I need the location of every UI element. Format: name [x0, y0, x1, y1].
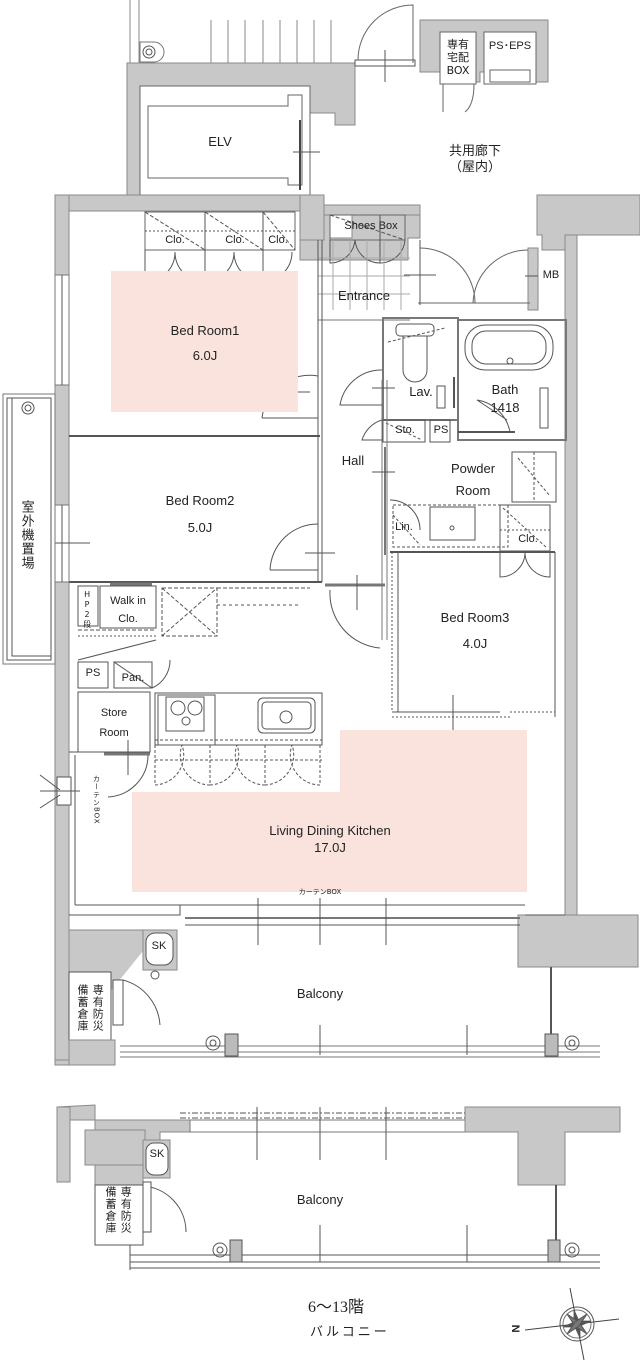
store-room-label: Store Room	[88, 703, 140, 743]
pantry-label: Pan.	[121, 672, 145, 684]
bed-room-2-size: 5.0J	[187, 520, 213, 535]
delivery-box-line3: BOX	[446, 64, 470, 77]
powder-room-line2: Room	[455, 483, 491, 498]
powder-room-line1: Powder	[450, 461, 496, 476]
floor-note-sub: バルコニー	[310, 1324, 390, 1339]
storage-label: Sto.	[395, 424, 415, 436]
hall-label: Hall	[341, 453, 365, 468]
closet-label-2: Clo.	[225, 234, 245, 246]
closet-label-1: Clo.	[165, 234, 185, 246]
bed-room-1-highlight	[111, 271, 298, 412]
linen-label: Lin.	[395, 521, 413, 533]
compass-icon	[524, 1287, 620, 1361]
curtain-box-label-left: カーテンBOX	[92, 775, 101, 825]
meter-box-label: MB	[542, 269, 560, 281]
walk-in-closet-line1: Walk in	[110, 595, 146, 607]
floor-note: 6～13階	[308, 1299, 365, 1316]
lavatory-label: Lav.	[409, 384, 433, 399]
bed-room-1-size: 6.0J	[192, 348, 218, 363]
corridor-label: 共用廊下 （屋内）	[440, 144, 510, 175]
disaster-storage-line2: 備蓄倉庫	[76, 984, 89, 1032]
bath-name: Bath	[491, 382, 519, 397]
disaster-storage-line1: 専有防災	[91, 984, 105, 1032]
curtain-box-label-bottom: カーテンBOX	[298, 888, 342, 896]
walk-in-closet-line2: Clo.	[118, 613, 138, 625]
sk-label: SK	[151, 940, 167, 952]
bath-size: 1418	[490, 400, 520, 415]
closet-label-3: Clo.	[268, 234, 288, 246]
bed-room-2-name: Bed Room2	[165, 493, 235, 508]
balcony-label: Balcony	[296, 986, 344, 1001]
lower-disaster-storage-label: 専有防災 備蓄倉庫	[98, 1186, 138, 1234]
ldk-size: 17.0J	[314, 840, 346, 855]
ps-label-left: PS	[85, 667, 101, 679]
closet-label-powder: Clo.	[518, 533, 538, 545]
delivery-box-label: 専有 宅配 BOX	[440, 38, 476, 77]
ldk-highlight	[132, 730, 527, 892]
disaster-storage-label: 専有防災 備蓄倉庫	[70, 984, 110, 1032]
ps-label-bath: PS	[433, 424, 449, 436]
top-railing	[129, 0, 332, 63]
walk-in-closet-label: Walk in Clo.	[102, 592, 154, 628]
lower-balcony-label: Balcony	[296, 1192, 344, 1207]
elevator-label: ELV	[208, 134, 232, 149]
lower-sk-label: SK	[149, 1148, 165, 1160]
delivery-box-line1: 専有	[447, 38, 469, 51]
drain-top	[139, 41, 165, 63]
bed-room-1-name: Bed Room1	[170, 323, 240, 338]
lower-disaster-storage-line2: 備蓄倉庫	[104, 1186, 117, 1234]
outdoor-unit-label: 室外機置場	[18, 500, 34, 570]
lower-disaster-storage-line1: 専有防災	[119, 1186, 133, 1234]
hp-label: HP2段	[82, 590, 92, 629]
delivery-box-line2: 宅配	[447, 51, 469, 64]
ps-eps-label: PS･EPS	[488, 40, 532, 52]
shoes-box-label: Shoes Box	[344, 220, 398, 232]
powder-room-label: Powder Room	[440, 458, 506, 502]
store-room-line2: Room	[99, 727, 129, 739]
ldk-name: Living Dining Kitchen	[269, 823, 391, 838]
corridor-title: 共用廊下	[448, 144, 501, 159]
bed-room-3-name: Bed Room3	[440, 610, 510, 625]
store-room-line1: Store	[100, 707, 128, 719]
compass-north-label: N	[510, 1324, 523, 1333]
entrance-label: Entrance	[337, 288, 391, 303]
corridor-subtitle: （屋内）	[448, 159, 501, 175]
bed-room-3-size: 4.0J	[462, 636, 488, 651]
